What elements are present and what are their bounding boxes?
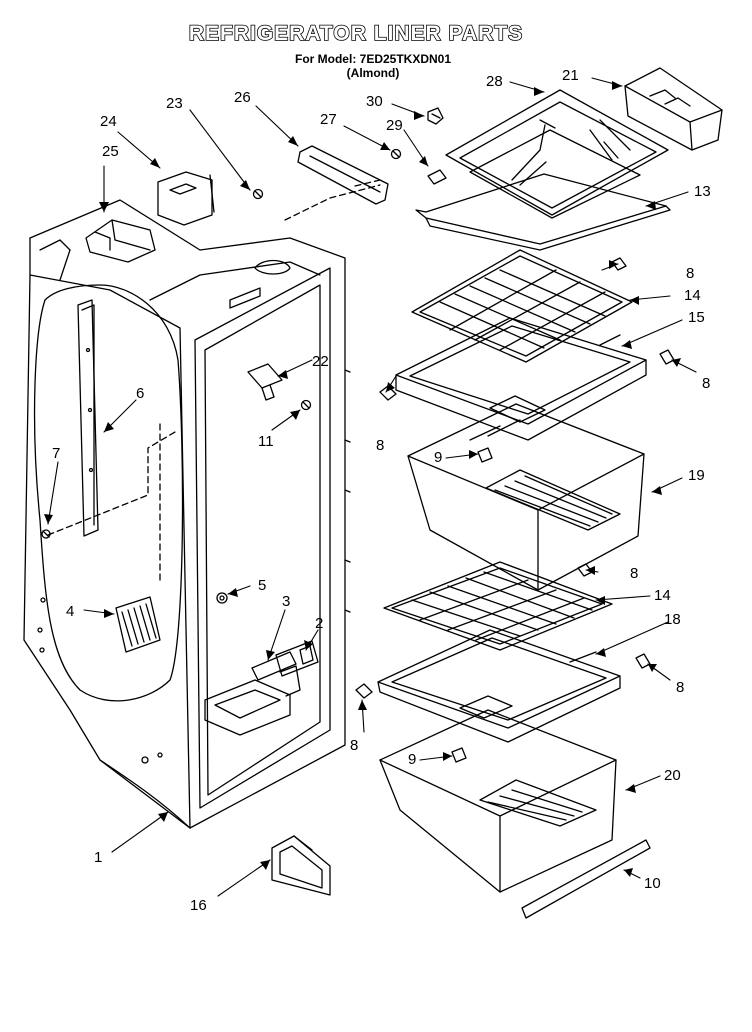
diagram-title: REFRIGERATOR LINER PARTS [188,21,524,46]
bracket-22 [247,363,283,401]
wire-shelf-14-lower [383,561,613,651]
callout-6: 6 [136,385,144,402]
air-vent-4 [115,596,161,653]
callout-27: 27 [320,111,337,128]
callout-8: 8 [676,679,684,696]
callout-9: 9 [434,449,442,466]
shelf-stop-8 [355,257,675,699]
screw-27 [390,148,402,160]
callout-8: 8 [630,565,638,582]
screw-7 [41,529,51,539]
callout-15: 15 [688,309,705,326]
callout-23: 23 [166,95,183,112]
callout-19: 19 [688,467,705,484]
crisper-drawer-19 [407,403,645,591]
callout-26: 26 [234,89,251,106]
cover-16 [271,835,331,896]
callout-4: 4 [66,603,74,620]
screw-23 [252,188,264,200]
callout-5: 5 [258,577,266,594]
crisper-cover-15 [395,317,647,441]
callout-14: 14 [684,287,701,304]
callout-13: 13 [694,183,711,200]
callout-28: 28 [486,73,503,90]
refrigerator-liner [23,199,351,829]
door-bin-21 [624,67,723,151]
leader-lines [47,77,697,897]
clip-30 [427,107,444,125]
callout-1: 1 [94,849,102,866]
callout-8: 8 [686,265,694,282]
callout-9: 9 [408,751,416,768]
callout-8: 8 [350,737,358,754]
callout-14: 14 [654,587,671,604]
callout-8: 8 [376,437,384,454]
callout-20: 20 [664,767,681,784]
callout-25: 25 [102,143,119,160]
callout-24: 24 [100,113,117,130]
callout-30: 30 [366,93,383,110]
callout-3: 3 [282,593,290,610]
callout-11: 11 [258,433,274,450]
callout-8: 8 [702,375,710,392]
vertical-channel-6 [77,299,99,537]
callout-21: 21 [562,67,579,84]
callout-18: 18 [664,611,681,628]
pin-9 [451,447,493,763]
nut-5 [216,592,228,604]
control-housing-24 [85,219,156,263]
crisper-cover-18 [377,629,621,743]
callout-10: 10 [644,875,661,892]
assembly-guides [47,179,381,581]
callout-labels: 1 2 3 4 5 6 7 8 8 8 8 8 8 9 9 10 11 13 1… [52,67,711,914]
trim-29 [427,169,447,185]
wire-shelf-14-upper [411,249,633,363]
glass-shelf-28 [445,89,669,219]
callout-16: 16 [190,897,207,914]
shelf-frame-13 [415,173,671,251]
callout-7: 7 [52,445,60,462]
color-line: (Almond) [346,66,400,80]
crisper-drawer-20 [379,709,617,893]
screw-11 [300,399,312,411]
callout-29: 29 [386,117,403,134]
callout-22: 22 [312,353,329,370]
arrowheads [44,81,681,877]
rail-26 [297,145,389,205]
rail-10 [521,839,651,919]
callout-2: 2 [315,615,323,632]
model-line: For Model: 7ED25TKXDN01 [294,52,452,66]
bracket-25 [157,171,215,226]
